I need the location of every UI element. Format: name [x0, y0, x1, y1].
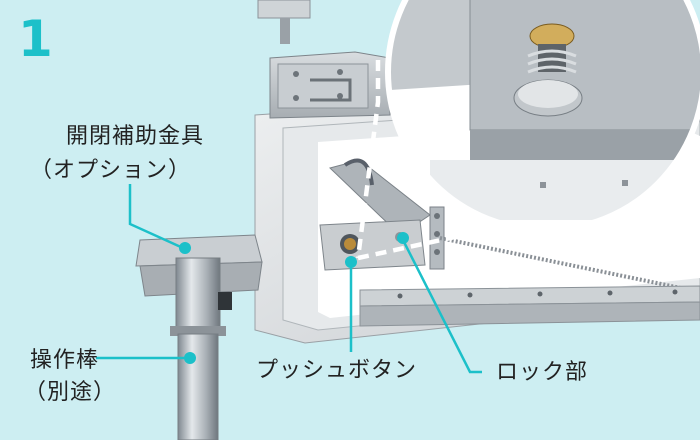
rod-label-line1: 操作棒 — [30, 348, 100, 373]
fitting-label-line2: （オプション） — [30, 158, 192, 183]
fitting-callout-dot — [179, 242, 191, 254]
mount-plate — [269, 51, 391, 119]
hanger-bracket — [257, 0, 311, 44]
lock-callout-dot — [397, 232, 409, 244]
callout-leaders — [96, 184, 482, 374]
push-button-label: プッシュボタン — [256, 358, 418, 383]
operating-pole — [135, 234, 263, 440]
step-number: 1 — [18, 10, 53, 68]
lock-label: ロック部 — [496, 360, 589, 385]
push-button-callout-dot — [345, 256, 357, 268]
spring-cable — [439, 236, 700, 294]
side-bracket — [429, 206, 445, 270]
zoom-detail-circle — [388, 0, 700, 230]
fitting-label-line1: 開閉補助金具 — [66, 124, 205, 149]
slotted-rail — [359, 285, 700, 327]
lock-housing — [319, 219, 426, 271]
rod-callout-dot — [184, 352, 196, 364]
rod-label-line2: （別途） — [24, 380, 117, 405]
